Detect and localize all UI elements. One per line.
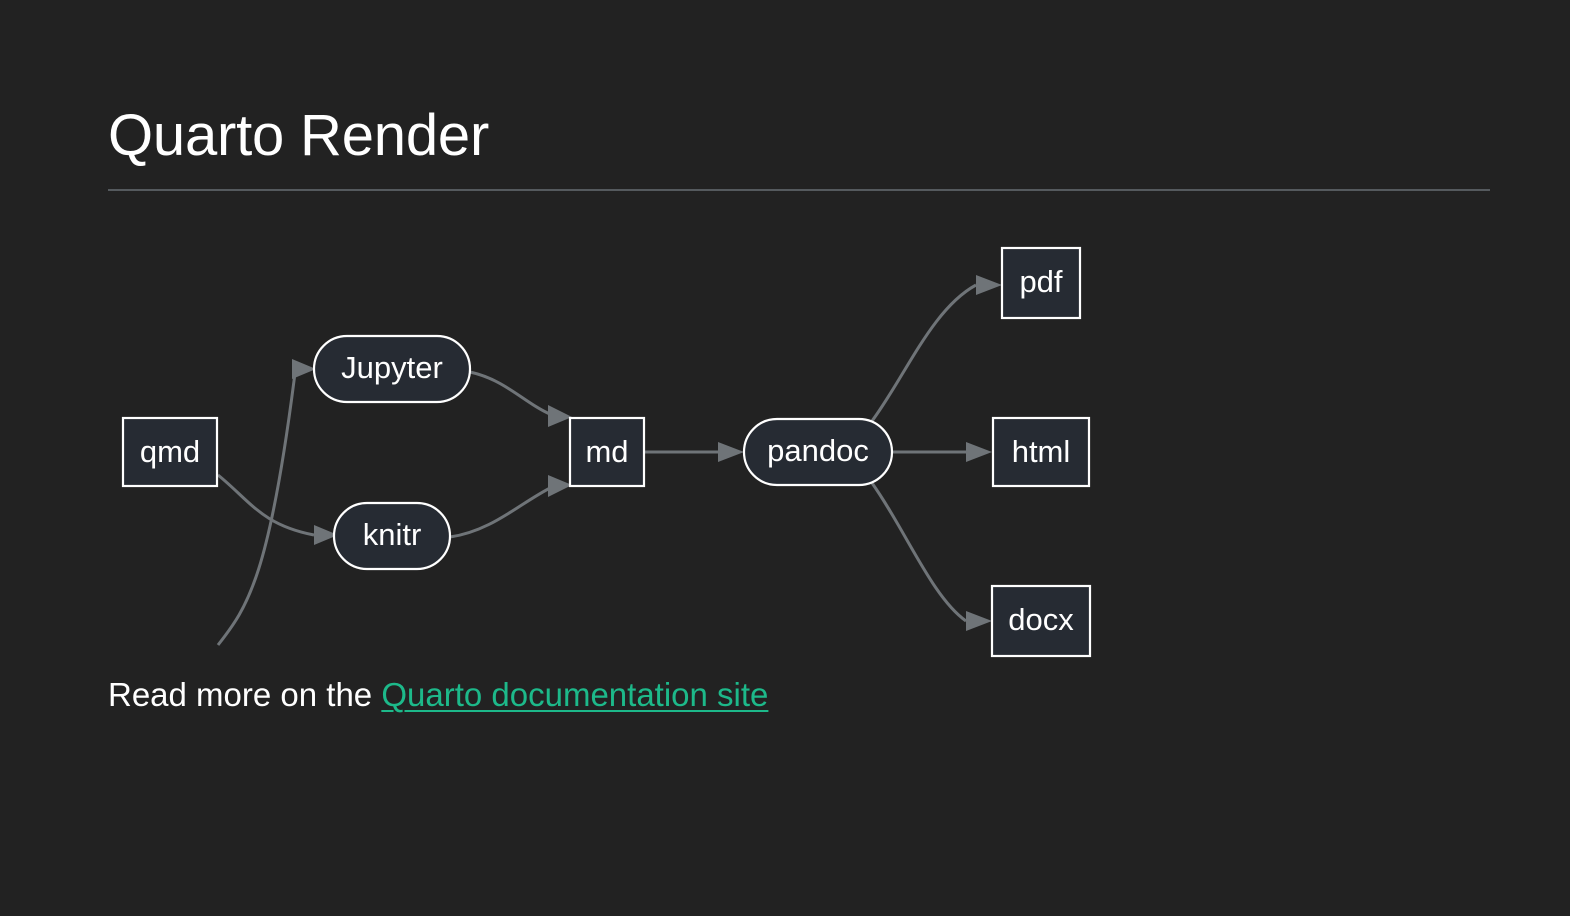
arrowhead-icon bbox=[976, 275, 1002, 295]
edge-knitr-to-md bbox=[449, 475, 572, 539]
node-pdf-label: pdf bbox=[1019, 264, 1062, 299]
arrowhead-icon bbox=[548, 405, 572, 427]
node-html-label: html bbox=[1012, 434, 1071, 469]
arrowhead-icon bbox=[548, 475, 572, 497]
edge-jupyter-to-md bbox=[469, 370, 572, 427]
edge-pandoc-to-pdf bbox=[870, 275, 1002, 422]
edge-pandoc-to-docx bbox=[870, 482, 992, 631]
node-md[interactable]: md bbox=[568, 416, 646, 488]
edge-pandoc-to-html bbox=[892, 442, 992, 462]
node-pdf[interactable]: pdf bbox=[1000, 246, 1082, 320]
node-knitr[interactable]: knitr bbox=[332, 501, 452, 571]
page-title: Quarto Render bbox=[108, 103, 490, 168]
arrowhead-icon bbox=[718, 442, 744, 462]
arrowhead-icon bbox=[314, 525, 338, 545]
node-jupyter-label: Jupyter bbox=[341, 350, 443, 385]
footer-lead-text: Read more on the bbox=[108, 676, 382, 713]
flowchart-svg: qmd Jupyter knitr md pandoc pdf bbox=[121, 246, 1092, 658]
node-md-label: md bbox=[585, 434, 628, 469]
arrowhead-icon bbox=[292, 359, 316, 379]
arrowhead-icon bbox=[966, 611, 992, 631]
node-knitr-label: knitr bbox=[363, 517, 422, 552]
node-jupyter[interactable]: Jupyter bbox=[312, 334, 472, 404]
node-html[interactable]: html bbox=[991, 416, 1091, 488]
edge-qmd-to-jupyter bbox=[216, 359, 316, 646]
edge-md-to-pandoc bbox=[644, 442, 744, 462]
title-divider bbox=[108, 189, 1490, 191]
arrowhead-icon bbox=[966, 442, 992, 462]
node-qmd[interactable]: qmd bbox=[121, 416, 219, 488]
quarto-documentation-link[interactable]: Quarto documentation site bbox=[381, 676, 769, 713]
edge-qmd-to-knitr bbox=[217, 473, 338, 545]
node-docx-label: docx bbox=[1008, 602, 1074, 637]
node-qmd-label: qmd bbox=[140, 434, 200, 469]
quarto-render-flowchart: qmd Jupyter knitr md pandoc pdf bbox=[0, 225, 1570, 665]
node-pandoc-label: pandoc bbox=[767, 433, 869, 468]
node-pandoc[interactable]: pandoc bbox=[742, 417, 894, 487]
footer-paragraph: Read more on the Quarto documentation si… bbox=[108, 673, 768, 718]
node-docx[interactable]: docx bbox=[990, 584, 1092, 658]
